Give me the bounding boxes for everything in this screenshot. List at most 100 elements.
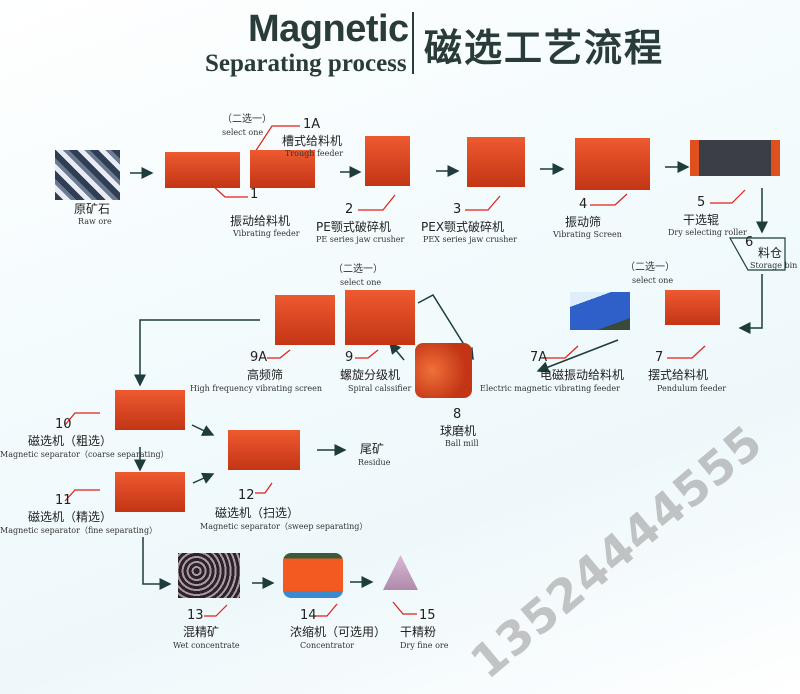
leader-line — [590, 193, 628, 206]
arrow-11-to-13 — [142, 537, 172, 590]
node-number: 13 — [187, 608, 204, 623]
ball-mill-image — [415, 343, 472, 398]
pex-jaw-crusher-image — [467, 137, 525, 187]
node-label-cn: 干精粉 — [400, 625, 437, 639]
node-number: 8 — [453, 407, 462, 422]
node-number: 1 — [250, 187, 259, 202]
node-label-en: Pendulum feeder — [657, 384, 727, 393]
leader-line — [355, 349, 379, 359]
pendulum-feeder-image — [665, 290, 720, 325]
select-one-cn-3: （二选一） — [625, 262, 675, 273]
magnetic-separator-image — [115, 472, 185, 512]
node-label-en: Residue — [358, 458, 391, 467]
node-label-cn: 球磨机 — [440, 424, 477, 438]
node-label-cn: PEX颚式破碎机 — [421, 220, 505, 234]
node-label-en: Trough feeder — [285, 149, 344, 158]
node-label-en: Vibrating feeder — [233, 229, 300, 238]
leader-line — [392, 601, 417, 615]
node-label-en: Ball mill — [445, 439, 479, 448]
leader-line — [64, 412, 100, 426]
trough-feeder-image — [250, 150, 315, 188]
node-label-cn: 电磁振动给料机 — [540, 368, 625, 382]
node-number: 1A — [303, 117, 321, 132]
magnetic-separator-image — [115, 390, 185, 430]
node-label-cn: 摆式给料机 — [648, 368, 709, 382]
select-one-cn-2: （二选一） — [333, 264, 383, 275]
node-label-cn: 原矿石 — [74, 202, 111, 216]
arrow-classifier-to-mill — [417, 294, 474, 361]
leader-line — [204, 604, 228, 617]
jaw-crusher-image — [365, 136, 410, 186]
arrow-screen-to-separator — [134, 319, 260, 387]
leader-line — [465, 195, 501, 211]
node-label-en: Dry selecting roller — [668, 228, 747, 237]
node-label-en: Dry fine ore — [400, 641, 449, 650]
node-label-en: Magnetic separator（sweep separating） — [200, 522, 368, 531]
arrow-10-to-12 — [191, 424, 215, 436]
node-label-en: Spiral calssifier — [348, 384, 412, 393]
magnetic-separator-image — [228, 430, 300, 470]
leader-line — [314, 603, 338, 617]
arrow-bin-to-feeder — [738, 274, 763, 334]
leader-line — [254, 125, 300, 153]
node-label-cn: 螺旋分级机 — [340, 368, 401, 382]
title-separating-process: Separating process — [205, 50, 407, 77]
dry-roller-image — [690, 140, 780, 176]
select-one-en-1: select one — [222, 128, 264, 137]
arrow-mill-to-classifier — [389, 341, 405, 361]
node-label-cn: 浓缩机（可选用） — [290, 625, 387, 639]
leader-line — [211, 184, 248, 198]
node-number: 9 — [345, 350, 354, 365]
leader-line — [667, 345, 706, 359]
node-label-cn: 磁选机（粗选） — [28, 434, 113, 448]
leader-line — [255, 482, 273, 494]
node-label-cn: 振动给料机 — [230, 214, 291, 228]
storage-bin-shape — [728, 237, 786, 271]
node-label-cn: 料仓 — [758, 246, 783, 260]
node-number: 2 — [345, 202, 354, 217]
select-one-en-3: select one — [632, 276, 674, 285]
node-number: 10 — [55, 417, 72, 432]
leader-line — [64, 489, 100, 502]
select-one-cn-1: （二选一） — [222, 114, 272, 125]
node-label-en: Magnetic separator（fine separating） — [0, 526, 158, 535]
node-number: 7 — [655, 350, 664, 365]
node-label-cn: 磁选机（扫选） — [215, 506, 300, 520]
node-number: 15 — [419, 608, 436, 623]
high-frequency-screen-image — [275, 295, 335, 345]
node-label-en: High frequency vibrating screen — [190, 384, 322, 393]
node-label-cn: 磁选机（精选） — [28, 510, 113, 524]
vibrating-screen-image — [575, 138, 650, 190]
node-label-cn: 槽式给料机 — [282, 134, 343, 148]
raw-ore-image — [55, 150, 120, 200]
concentrator-image — [283, 553, 343, 598]
node-label-cn: 振动筛 — [565, 215, 602, 229]
node-label-en: PE series jaw crusher — [316, 235, 405, 244]
node-number: 14 — [300, 608, 317, 623]
leader-line — [710, 189, 746, 204]
arrow-feeder-to-mill — [536, 339, 619, 373]
node-label-en: Concentrator — [300, 641, 355, 650]
node-label-en: Magnetic separator（coarse separating） — [0, 450, 169, 459]
title-divider — [412, 12, 414, 74]
node-number: 11 — [55, 493, 72, 508]
leader-line — [543, 345, 579, 359]
node-number: 7A — [530, 350, 548, 365]
node-label-cn: 混精矿 — [183, 625, 220, 639]
node-number: 12 — [238, 488, 255, 503]
node-label-cn: 尾矿 — [360, 442, 385, 456]
vibrating-feeder-image — [165, 152, 240, 188]
node-number: 5 — [697, 195, 706, 210]
leader-line — [267, 349, 291, 359]
node-number: 3 — [453, 202, 462, 217]
node-number: 6 — [745, 235, 754, 250]
node-number: 4 — [579, 197, 588, 212]
select-one-en-2: select one — [340, 278, 382, 287]
wet-concentrate-image — [178, 553, 240, 598]
node-label-en: PEX series jaw crusher — [423, 235, 517, 244]
electromagnetic-feeder-image — [570, 292, 630, 330]
node-label-en: Wet concentrate — [173, 641, 240, 650]
node-label-cn: 高频筛 — [247, 368, 284, 382]
node-label-en: Raw ore — [78, 217, 112, 226]
